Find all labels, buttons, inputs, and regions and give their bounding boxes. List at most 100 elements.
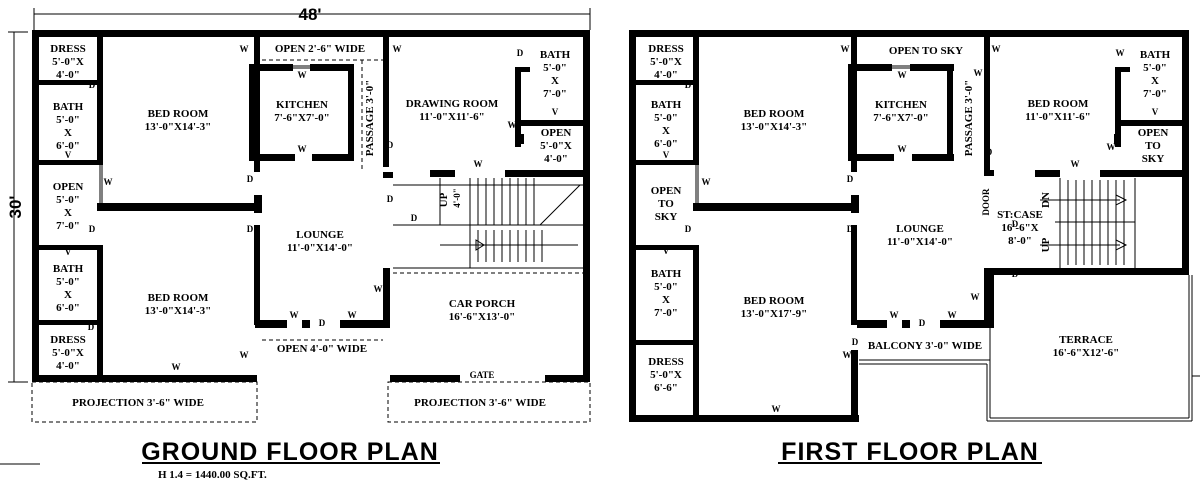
first-room-bath1-line: 6'-0" [654,138,678,150]
ground-room-open1-line: 5'-0" [56,194,80,206]
ground-room-open_bot: OPEN 4'-0" WIDE [277,343,367,355]
first-door-mark: D [986,147,993,157]
first-room-open3-line: TO [1145,140,1161,152]
ground-room-bath1-line: 6'-0" [56,140,80,152]
ground-window-mark: W [240,44,249,54]
first-window-mark: W [841,44,850,54]
first-door-label: DOOR [981,188,991,216]
first-room-lounge-line: LOUNGE [896,223,944,235]
first-window-mark: W [974,68,983,78]
first-room-dress2-line: 6'-6" [654,382,678,394]
ground-room-bath3-line: 5'-0" [543,62,567,74]
ground-room-bath2-line: 6'-0" [56,302,80,314]
first-room-bath3-line: BATH [1140,49,1171,61]
first-window-mark: W [898,70,907,80]
first-room-bath1-line: BATH [651,99,682,111]
ground-room-bed1-line: 13'-0"X14'-3" [145,121,212,133]
first-window-mark: W [843,350,852,360]
first-window-mark: W [1107,142,1116,152]
ground-stair-width-label: 4'-0" [452,188,462,208]
ground-room-open3-line: OPEN [541,127,572,139]
ground-room-open_top: OPEN 2'-6" WIDE [275,43,365,55]
first-room-bed1-line: BED ROOM [744,108,805,120]
first-room-open1-line: OPEN [651,185,682,197]
first-door-mark: D [847,174,854,184]
ground-vent-mark: V [65,150,72,160]
first-room-bath3-line: 7'-0" [1143,88,1167,100]
first-floor-title: FIRST FLOOR PLAN [781,438,1039,466]
ground-room-bed1-line: BED ROOM [148,108,209,120]
first-room-open_top-line: OPEN TO SKY [889,45,963,57]
first-room-dress2-line: DRESS [648,356,683,368]
ground-window-mark: W [172,362,181,372]
ground-room-bath2-line: BATH [53,263,84,275]
first-window-mark: W [971,292,980,302]
ground-floor-plan [31,30,591,423]
ground-room-drawing-line: DRAWING ROOM [406,98,499,110]
first-door-mark: D [685,80,692,90]
ground-room-open1-line: OPEN [53,181,84,193]
ground-floor-area: H 1.4 = 1440.00 SQ.FT. [158,469,267,480]
first-room-bath3-line: 5'-0" [1143,62,1167,74]
ground-vent-mark: V [65,247,72,257]
ground-vent-mark: V [552,107,559,117]
ground-projection-left: PROJECTION 3'-6" WIDE [72,397,204,409]
first-window-mark: W [1116,48,1125,58]
first-room-bath2-line: BATH [651,268,682,280]
dimension-lines [0,8,1200,465]
ground-door-mark: D [387,140,394,150]
ground-room-open_bot-line: OPEN 4'-0" WIDE [277,343,367,355]
first-window-mark: W [890,310,899,320]
ground-window-mark: W [374,284,383,294]
first-room-bath2-line: X [662,294,670,306]
first-door-mark: D [1012,269,1019,279]
ground-room-bath2-line: X [64,289,72,301]
ground-window-mark: W [298,144,307,154]
first-room-bath2-line: 5'-0" [654,281,678,293]
ground-door-mark: D [88,322,95,332]
ground-room-dress1-line: 5'-0"X [52,56,84,68]
first-room-bath1-line: 5'-0" [654,112,678,124]
first-room-open1-line: TO [658,198,674,210]
ground-door-mark: D [387,194,394,204]
first-window-mark: W [1071,159,1080,169]
first-room-open_top: OPEN TO SKY [889,45,963,57]
first-room-open1-line: SKY [655,211,678,223]
ground-door-mark: D [411,213,418,223]
ground-window-mark: W [290,310,299,320]
first-door-mark: D [685,224,692,234]
first-room-dress2-line: 5'-0"X [650,369,682,381]
ground-door-mark: D [89,224,96,234]
ground-window-mark: W [348,310,357,320]
ground-room-dress1-line: DRESS [50,43,85,55]
first-door-mark: D [1012,219,1019,229]
ground-room-bed2-line: BED ROOM [148,292,209,304]
ground-room-open1-line: 7'-0" [56,220,80,232]
ground-room-bath1-line: X [64,127,72,139]
ground-window-mark: W [508,120,517,130]
ground-room-bed2-line: 13'-0"X14'-3" [145,305,212,317]
first-stair-dn-label: DN [1040,192,1052,208]
